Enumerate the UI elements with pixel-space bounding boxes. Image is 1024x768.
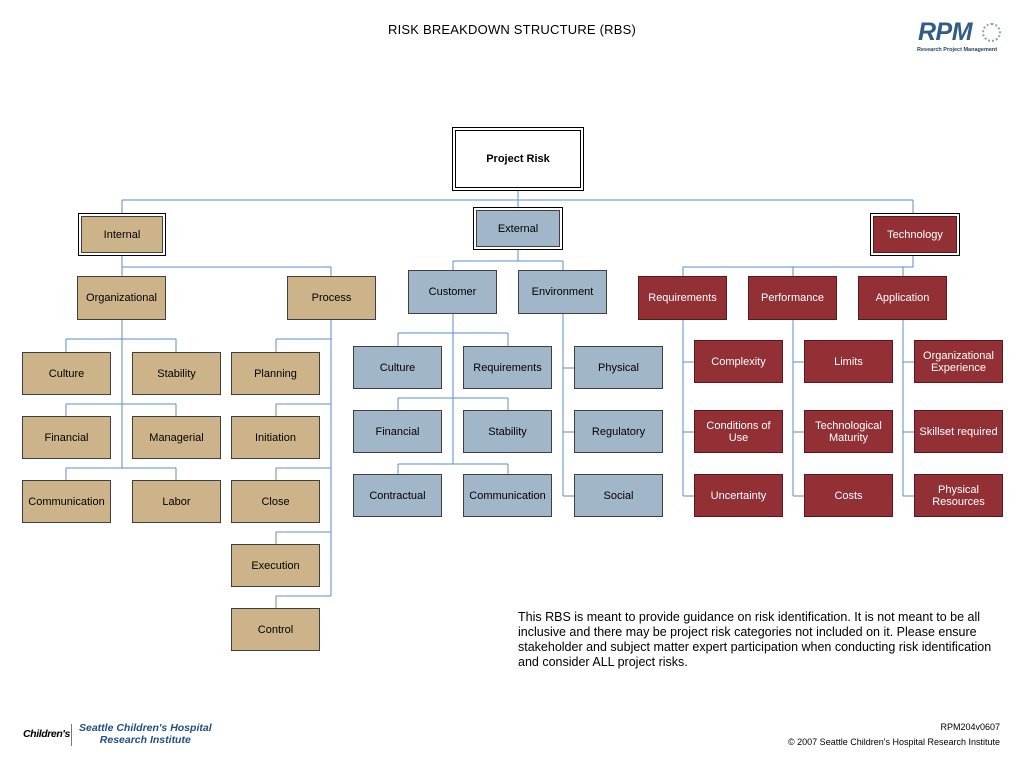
institute-name: Seattle Children's Hospital Research Ins… [79, 722, 212, 746]
page-title: RISK BREAKDOWN STRUCTURE (RBS) [388, 22, 636, 37]
node-cust-culture: Culture [353, 346, 442, 389]
node-cust-requirements: Requirements [463, 346, 552, 389]
node-proc-control: Control [231, 608, 320, 651]
node-perf-technological-maturity: Technological Maturity [804, 410, 893, 453]
childrens-logo: Children's [23, 728, 70, 740]
node-process: Process [287, 276, 376, 320]
node-req-complexity: Complexity [694, 340, 783, 383]
logo-divider [71, 724, 72, 746]
node-performance: Performance [748, 276, 837, 320]
node-app-skillset-required: Skillset required [914, 410, 1003, 453]
gear-icon [982, 23, 1001, 42]
node-app-organizational-experience: Organizational Experience [914, 340, 1003, 383]
node-cust-contractual: Contractual [353, 474, 442, 517]
node-req-conditions-of-use: Conditions of Use [694, 410, 783, 453]
node-cust-communication: Communication [463, 474, 552, 517]
node-cust-stability: Stability [463, 410, 552, 453]
node-org-managerial: Managerial [132, 416, 221, 459]
node-cust-financial: Financial [353, 410, 442, 453]
rpm-logo-subtitle: Research Project Management [917, 47, 998, 53]
node-proc-execution: Execution [231, 544, 320, 587]
node-proc-close: Close [231, 480, 320, 523]
node-technology: Technology [870, 213, 960, 256]
rpm-logo-mark: RPM [918, 18, 973, 46]
node-org-stability: Stability [132, 352, 221, 395]
node-env-physical: Physical [574, 346, 663, 389]
node-env-social: Social [574, 474, 663, 517]
node-org-communication: Communication [22, 480, 111, 523]
node-internal: Internal [78, 213, 166, 256]
institute-line-1: Seattle Children's Hospital [79, 722, 212, 734]
node-req-uncertainty: Uncertainty [694, 474, 783, 517]
node-org-labor: Labor [132, 480, 221, 523]
node-environment: Environment [518, 270, 607, 314]
node-org-financial: Financial [22, 416, 111, 459]
node-env-regulatory: Regulatory [574, 410, 663, 453]
node-org-culture: Culture [22, 352, 111, 395]
node-organizational: Organizational [77, 276, 166, 320]
guidance-note: This RBS is meant to provide guidance on… [518, 610, 992, 669]
node-app-physical-resources: Physical Resources [914, 474, 1003, 517]
rpm-logo: RPM Research Project Management [914, 18, 1006, 56]
node-project-risk: Project Risk [452, 127, 584, 191]
node-proc-planning: Planning [231, 352, 320, 395]
node-proc-initiation: Initiation [231, 416, 320, 459]
node-external: External [473, 207, 563, 250]
document-code: RPM204v0607 [940, 722, 1000, 732]
node-perf-costs: Costs [804, 474, 893, 517]
institute-line-2: Research Institute [99, 734, 191, 746]
node-perf-limits: Limits [804, 340, 893, 383]
node-customer: Customer [408, 270, 497, 314]
node-application: Application [858, 276, 947, 320]
copyright: © 2007 Seattle Children's Hospital Resea… [788, 737, 1000, 747]
node-requirements: Requirements [638, 276, 727, 320]
